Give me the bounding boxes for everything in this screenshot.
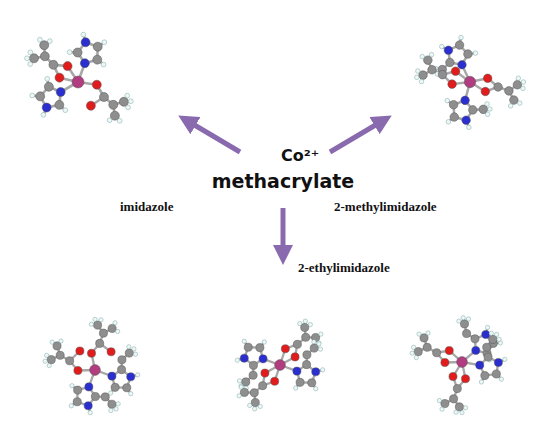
- complex-model: [25, 32, 134, 123]
- complex-model: [410, 316, 507, 415]
- ion-label: Co²⁺: [281, 146, 319, 165]
- reagent-label: 2-ethylimidazole: [298, 260, 390, 276]
- complex-model: [235, 319, 325, 411]
- reagent-label: imidazole: [120, 199, 173, 215]
- complex-model: [43, 317, 140, 415]
- reaction-arrows: [186, 120, 384, 256]
- complex-model: [414, 35, 525, 129]
- reagent-label: 2-methylimidazole: [334, 199, 437, 215]
- ligand-label: methacrylate: [212, 170, 354, 192]
- crystal-structures: [25, 32, 526, 415]
